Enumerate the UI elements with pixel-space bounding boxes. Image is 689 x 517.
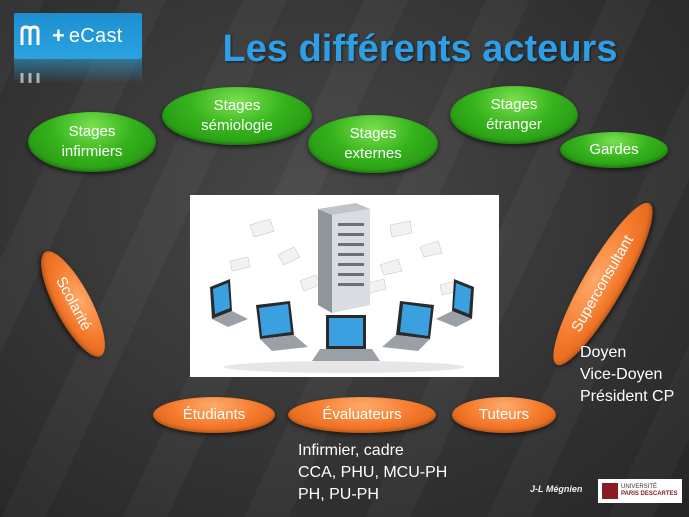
bubble-evaluateurs: Évaluateurs bbox=[288, 397, 436, 433]
bubble-label: Tuteurs bbox=[478, 406, 530, 423]
bubble-line: Stages bbox=[213, 97, 261, 114]
university-line1: UNIVERSITÉ bbox=[621, 484, 658, 490]
page-title: Les différents acteurs bbox=[222, 28, 618, 70]
server-laptops-icon bbox=[210, 203, 474, 373]
evaluateur-roles: Infirmier, cadre CCA, PHU, MCU-PH PH, PU… bbox=[298, 440, 447, 506]
bubble-scolarite: Scolarité bbox=[29, 243, 117, 365]
logo-reflection bbox=[14, 59, 142, 83]
role-item: Doyen bbox=[580, 344, 627, 361]
role-item: Vice-Doyen bbox=[580, 366, 663, 383]
role-item: CCA, PHU, MCU-PH bbox=[298, 464, 448, 481]
bubble-tuteurs: Tuteurs bbox=[452, 397, 556, 433]
logo-text: eCast bbox=[68, 24, 123, 47]
bubble-label: Scolarité bbox=[52, 274, 95, 334]
bubble-etudiants: Étudiants bbox=[153, 397, 275, 433]
role-item: PH, PU-PH bbox=[298, 486, 379, 503]
bubble-line: Gardes bbox=[589, 141, 639, 158]
university-line2: PARIS DESCARTES bbox=[621, 491, 678, 497]
bubble-line: étranger bbox=[486, 116, 542, 133]
bubble-label: Évaluateurs bbox=[322, 406, 402, 423]
author-name: J-L Mégnien bbox=[530, 484, 583, 494]
university-logo: UNIVERSITÉ PARIS DESCARTES bbox=[598, 479, 682, 503]
role-item: Président CP bbox=[580, 388, 675, 405]
bubble-label: Superconsultant bbox=[568, 232, 638, 335]
bubble-stages-semiologie: Stages sémiologie bbox=[162, 87, 312, 145]
bubble-line: Stages bbox=[490, 96, 538, 113]
network-illustration bbox=[190, 195, 499, 377]
bubble-line: sémiologie bbox=[201, 117, 273, 134]
ecast-logo: + eCast bbox=[14, 13, 142, 59]
bubble-line: externes bbox=[344, 145, 402, 162]
bubble-stages-etranger: Stages étranger bbox=[450, 86, 578, 144]
bubble-stages-infirmiers: Stages infirmiers bbox=[28, 112, 156, 172]
university-crest-icon bbox=[602, 483, 618, 499]
superconsultant-roles: Doyen Vice-Doyen Président CP bbox=[580, 342, 674, 408]
logo-plus: + bbox=[52, 23, 65, 48]
bubble-stages-externes: Stages externes bbox=[308, 115, 438, 173]
bubble-gardes: Gardes bbox=[560, 132, 668, 168]
mn-logo-icon bbox=[20, 25, 40, 45]
bubble-line: infirmiers bbox=[61, 143, 123, 160]
bubble-label: Étudiants bbox=[182, 406, 246, 423]
bubble-line: Stages bbox=[68, 123, 116, 140]
bubble-line: Stages bbox=[349, 125, 397, 142]
role-item: Infirmier, cadre bbox=[298, 442, 404, 459]
